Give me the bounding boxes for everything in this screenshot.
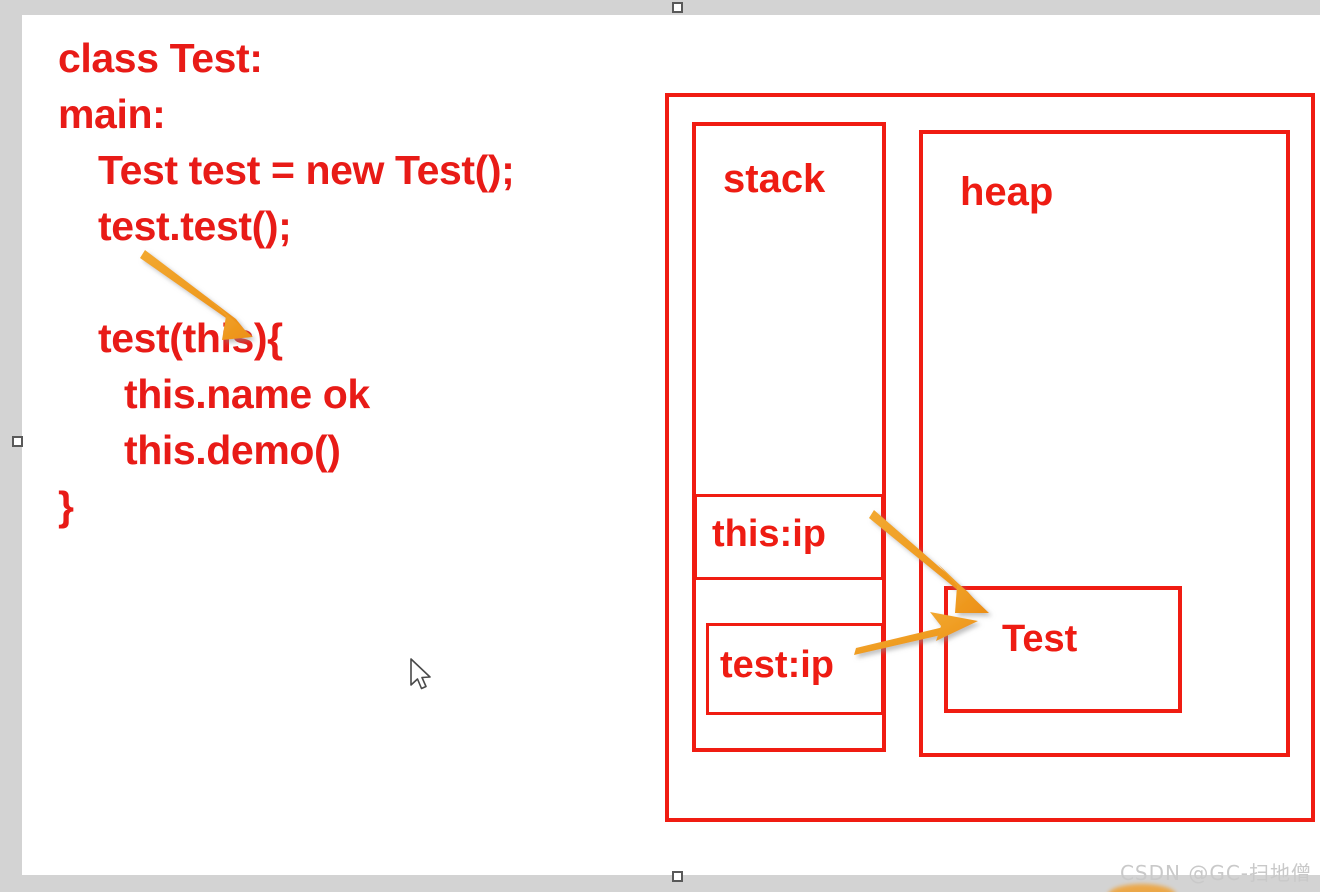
code-line-4: test.test(); bbox=[98, 203, 292, 249]
slide-canvas[interactable] bbox=[22, 15, 1320, 875]
selection-handle-top-center[interactable] bbox=[672, 2, 683, 13]
selection-handle-left-middle[interactable] bbox=[12, 436, 23, 447]
code-line-1: class Test: bbox=[58, 35, 263, 81]
code-text-block[interactable]: class Test: main: Test test = new Test()… bbox=[58, 38, 638, 542]
stack-slot-this-ip-label: this:ip bbox=[712, 513, 826, 555]
stack-box[interactable] bbox=[692, 122, 886, 752]
jvm-memory-outer-box[interactable] bbox=[665, 93, 1315, 822]
heap-box[interactable] bbox=[919, 130, 1290, 757]
csdn-watermark: CSDN @GC-扫地僧 bbox=[1119, 861, 1312, 885]
code-line-9: } bbox=[58, 483, 74, 529]
heap-label: heap bbox=[960, 170, 1054, 214]
mouse-cursor-icon bbox=[410, 658, 431, 690]
code-line-5-blank bbox=[58, 262, 638, 318]
stack-slot-test-ip-label: test:ip bbox=[720, 644, 834, 686]
stack-slot-test-ip[interactable] bbox=[706, 623, 884, 715]
code-line-6: test(this){ bbox=[98, 315, 283, 361]
stray-orange-mark bbox=[1108, 884, 1176, 892]
code-line-7: this.name ok bbox=[124, 371, 370, 417]
code-line-8: this.demo() bbox=[124, 427, 341, 473]
stack-label: stack bbox=[723, 157, 826, 201]
selection-handle-bottom-center[interactable] bbox=[672, 871, 683, 882]
code-line-3: Test test = new Test(); bbox=[98, 147, 515, 193]
heap-object-test-label: Test bbox=[1002, 618, 1078, 660]
code-line-2: main: bbox=[58, 91, 166, 137]
